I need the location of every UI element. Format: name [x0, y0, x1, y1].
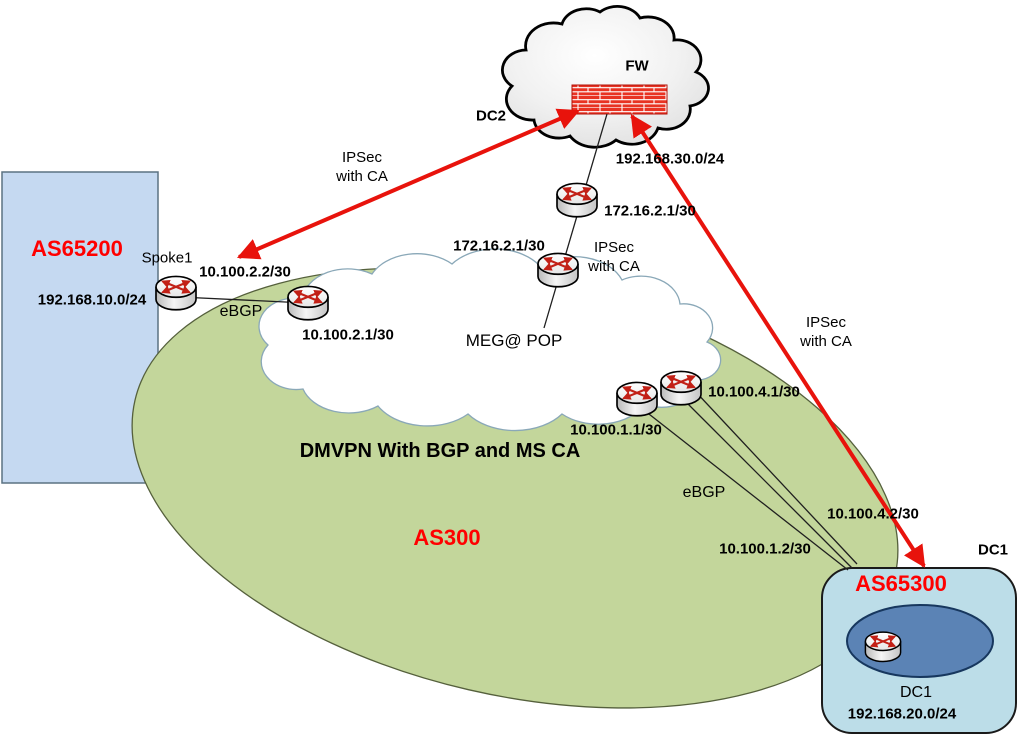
router-icon-dc2-edge: [557, 183, 597, 216]
ebgp-right-label: eBGP: [682, 483, 726, 501]
as65200-subnet: 192.168.10.0/24: [37, 291, 147, 309]
dc2-label: DC2: [475, 107, 507, 125]
dmvpn-title: DMVPN With BGP and MS CA: [299, 440, 581, 463]
as65300-subnet: 192.168.20.0/24: [847, 705, 957, 723]
dc1-outer-label: DC1: [977, 541, 1009, 559]
ebgp-left-label: eBGP: [219, 302, 263, 320]
as65200-label: AS65200: [31, 235, 123, 261]
ipsec-arrow-spoke: [236, 108, 581, 260]
ipsec-mid-line2: with CA: [588, 258, 640, 275]
fw-label: FW: [625, 57, 649, 75]
dc1-wan-1-ip: 10.100.1.2/30: [719, 540, 811, 558]
as65300-label: AS65300: [855, 570, 947, 596]
ipsec-mid-label: IPSec with CA: [588, 238, 640, 276]
firewall-icon: [571, 84, 668, 115]
router-icon-hub-west: [288, 286, 328, 319]
hub-west-ip: 10.100.2.1/30: [302, 326, 394, 344]
spoke1-label: Spoke1: [141, 249, 193, 267]
ipsec-left-line2: with CA: [336, 168, 388, 185]
ipsec-left-line1: IPSec: [341, 148, 383, 166]
router-icon-spoke1: [156, 276, 196, 309]
pop-edge-router-ip: 172.16.2.1/30: [453, 237, 545, 255]
hub-east-4-ip: 10.100.4.1/30: [708, 383, 800, 401]
router-icon-dc1: [865, 632, 900, 661]
ipsec-right-label: IPSec with CA: [800, 313, 852, 351]
as300-label: AS300: [413, 524, 481, 550]
dc2-cloud: [501, 5, 710, 149]
router-icon-hub-east-1: [617, 382, 657, 415]
ipsec-right-line2: with CA: [800, 333, 852, 350]
dc1-wan-4-ip: 10.100.4.2/30: [827, 505, 919, 523]
meg-pop-label: MEG@ POP: [465, 331, 563, 351]
spoke-wan-ip: 10.100.2.2/30: [199, 263, 291, 281]
ipsec-right-line1: IPSec: [805, 313, 847, 331]
router-icon-pop-edge: [538, 253, 578, 286]
dc2-subnet-label: 192.168.30.0/24: [615, 150, 725, 168]
router-icon-hub-east-4: [661, 371, 701, 404]
ipsec-mid-line1: IPSec: [593, 238, 635, 256]
hub-east-1-ip: 10.100.1.1/30: [570, 421, 662, 439]
dc2-edge-router-ip: 172.16.2.1/30: [604, 202, 696, 220]
ipsec-arrow-dc1: [630, 114, 926, 568]
ipsec-left-label: IPSec with CA: [336, 148, 388, 186]
ipsec-arrows-layer: [236, 108, 926, 568]
link-spoke-to-hub: [179, 296, 307, 304]
dc1-inner-label: DC1: [899, 683, 933, 701]
